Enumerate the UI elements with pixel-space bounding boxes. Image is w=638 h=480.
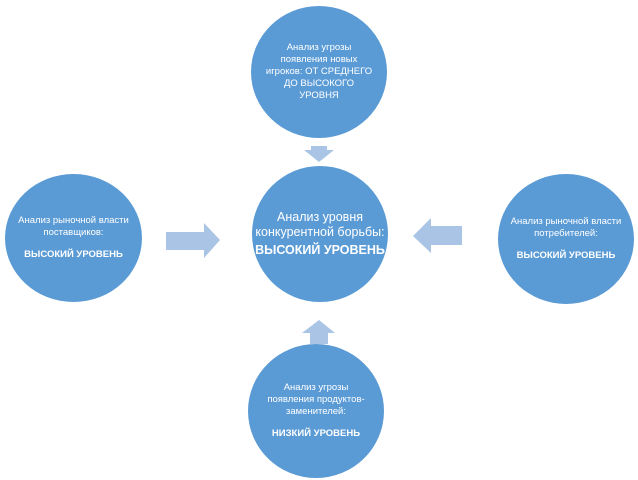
new-entrants-node: Анализ угрозы появления новых игроков: О… [251, 6, 387, 138]
arrow-right-to-center [413, 218, 462, 253]
arrow-top-to-center [304, 146, 334, 162]
arrow-bottom-to-center [302, 320, 335, 344]
buyers-level: ВЫСОКИЙ УРОВЕНЬ [516, 249, 616, 261]
suppliers-label: Анализ рыночной власти поставщиков: [18, 215, 129, 239]
center-node-label: Анализ уровня конкурентной борьбы: [255, 209, 385, 240]
buyers-node: Анализ рыночной власти потребителей: ВЫС… [498, 174, 634, 304]
center-node-level: ВЫСОКИЙ УРОВЕНЬ [255, 242, 385, 257]
buyers-label: Анализ рыночной власти потребителей: [510, 216, 622, 240]
suppliers-node: Анализ рыночной власти поставщиков: ВЫСО… [5, 174, 142, 302]
substitutes-label: Анализ угрозы появления продуктов-замени… [267, 382, 365, 417]
suppliers-level: ВЫСОКИЙ УРОВЕНЬ [24, 248, 123, 260]
center-node: Анализ уровня конкурентной борьбы: ВЫСОК… [252, 166, 388, 302]
substitutes-level: НИЗКИЙ УРОВЕНЬ [271, 427, 361, 439]
substitutes-node: Анализ угрозы появления продуктов-замени… [248, 344, 384, 478]
arrow-left-to-center [166, 223, 220, 258]
new-entrants-label: Анализ угрозы появления новых игроков: О… [265, 42, 373, 101]
